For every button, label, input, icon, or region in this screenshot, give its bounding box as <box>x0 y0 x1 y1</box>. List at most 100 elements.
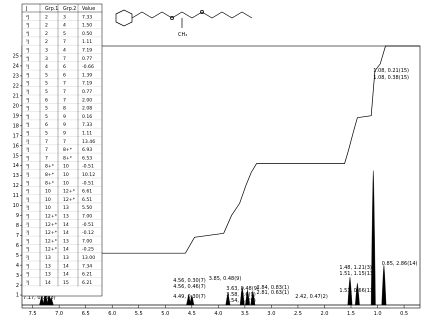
j-table-cell: 7 <box>45 155 48 161</box>
j-table-cell: ⁴J <box>26 31 29 37</box>
j-table-cell: 4 <box>45 64 48 70</box>
y-tick-label: 23 <box>13 74 19 80</box>
x-tick-label: 6.5 <box>82 311 90 317</box>
j-table-cell: ³J <box>26 172 29 178</box>
j-table-cell: ³J <box>26 214 29 220</box>
y-tick-label: 4 <box>16 263 19 269</box>
j-table-cell: 2 <box>45 23 48 29</box>
y-tick-label: 21 <box>13 94 19 100</box>
j-table-cell: ³J <box>26 147 29 153</box>
j-table-cell: 8 <box>63 106 66 112</box>
spectrum-peak <box>370 169 376 306</box>
spectrum-peak <box>48 296 54 306</box>
j-table-cell: 6.93 <box>82 147 92 153</box>
j-table-cell: ⁴J <box>26 122 29 128</box>
j-table-cell: ³J <box>26 89 29 95</box>
y-tick-label: 19 <box>13 113 19 119</box>
j-table-cell: 8+* <box>63 155 73 161</box>
spectrum-peaks <box>39 169 387 306</box>
y-tick-label: 3 <box>16 273 19 279</box>
j-table-cell: 14 <box>63 263 69 269</box>
oxygen-atom <box>200 10 204 14</box>
peak-label: 4.49, 0.30(7) <box>173 294 206 300</box>
y-tick-label: 6 <box>16 243 19 249</box>
x-tick-label: 2.0 <box>321 311 329 317</box>
j-table-header: Grp.2 <box>63 6 76 12</box>
j-table-cell: 5 <box>63 31 66 37</box>
j-table-cell: ³J <box>26 180 29 186</box>
j-table-cell: 2 <box>45 14 48 20</box>
molecule-structure: CH₃ <box>115 9 253 38</box>
j-table-cell: 6 <box>63 64 66 70</box>
spectrum-peak <box>347 276 353 306</box>
j-table-header: Grp.1 <box>45 6 58 12</box>
j-table-cell: 1.39 <box>82 72 92 78</box>
x-tick-label: 0.5 <box>400 311 408 317</box>
j-table-cell: ³J <box>26 106 29 112</box>
j-table-header: J <box>25 6 27 12</box>
j-table-cell: 6.21 <box>82 280 92 286</box>
j-table-cell: 6 <box>45 122 48 128</box>
peak-label: 1.08, 0.38(15) <box>373 75 409 81</box>
j-table-cell: ³J <box>26 263 29 269</box>
j-table-cell: 3 <box>45 48 48 54</box>
j-table-cell: 7.00 <box>82 238 92 244</box>
j-table-cell: 2.08 <box>82 106 92 112</box>
peak-label: 1.08, 0.21(15) <box>373 68 409 74</box>
j-table-cell: 12+* <box>63 197 76 203</box>
j-table-cell: 14 <box>63 230 69 236</box>
j-table-cell: 10 <box>45 197 51 203</box>
j-table-cell: 12+* <box>45 238 58 244</box>
j-table-cell: ³J <box>26 197 29 203</box>
j-table-cell: 6.21 <box>82 272 92 278</box>
y-tick-label: 8 <box>16 223 19 229</box>
spectrum-peak <box>225 292 231 306</box>
j-table-cell: 7.34 <box>82 263 92 269</box>
j-table-cell: ³J <box>26 155 29 161</box>
j-table-cell: ³J <box>26 222 29 228</box>
spectrum-peak <box>250 290 256 306</box>
j-table-cell: 5.50 <box>82 205 92 211</box>
j-table-cell: 5 <box>45 106 48 112</box>
j-table-cell: 7.00 <box>82 214 92 220</box>
peak-label: 2.81, 0.63(1) <box>257 290 290 296</box>
y-tick-label: 22 <box>13 84 19 90</box>
y-tick-label: 17 <box>13 133 19 139</box>
peak-label: 1.48, 1.21(3) <box>339 265 372 271</box>
j-table-cell: 13 <box>45 255 51 261</box>
j-table-cell: 6.53 <box>82 155 92 161</box>
y-tick-label: 20 <box>13 103 19 109</box>
y-tick-label: 18 <box>13 123 19 129</box>
j-table-cell: ²J <box>26 189 29 195</box>
x-tick-label: 3.0 <box>267 311 275 317</box>
j-table-cell: 7.33 <box>82 14 92 20</box>
j-table-cell: 1.11 <box>82 131 92 137</box>
j-table-cell: 13.00 <box>82 255 95 261</box>
y-tick-label: 16 <box>13 143 19 149</box>
j-table-cell: ³J <box>26 164 29 170</box>
j-table-cell: ⁴J <box>26 72 29 78</box>
y-tick-label: 10 <box>13 203 19 209</box>
j-table-cell: -0.51 <box>82 164 94 170</box>
j-table-cell: 6 <box>45 97 48 103</box>
benzene-ring <box>115 9 133 27</box>
j-table-cell: ³J <box>26 23 29 29</box>
j-table-cell: 7 <box>63 97 66 103</box>
x-tick-label: 7.0 <box>55 311 63 317</box>
j-table-cell: 8+* <box>45 180 55 186</box>
y-tick-label: 2 <box>16 283 19 289</box>
j-table-cell: 7 <box>63 39 66 45</box>
peak-label: 0.85, 2.86(14) <box>382 261 418 267</box>
j-table-cell: 5 <box>45 89 48 95</box>
j-table-cell: ³J <box>26 280 29 286</box>
j-table-cell: 7.19 <box>82 81 92 87</box>
j-table-cell: -0.51 <box>82 180 94 186</box>
j-table-cell: 8+* <box>45 172 55 178</box>
j-table-cell: 3 <box>63 14 66 20</box>
j-table-cell: ²J <box>26 139 29 145</box>
y-tick-label: 7 <box>16 233 19 239</box>
j-table-cell: 9 <box>63 114 66 120</box>
j-table-cell: 10 <box>45 189 51 195</box>
j-table-cell: 7 <box>63 81 66 87</box>
